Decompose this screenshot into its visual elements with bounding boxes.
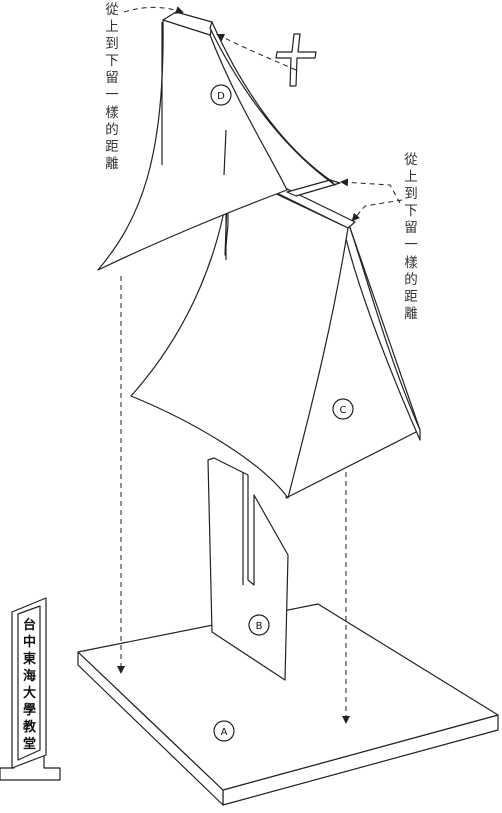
part-label-b-text: B <box>256 621 263 632</box>
sign-text: 台中東海大學教堂 <box>22 618 36 752</box>
part-label-c-text: C <box>340 405 347 416</box>
part-label-a-text: A <box>221 727 228 738</box>
cross-icon <box>275 33 317 87</box>
equal-spacing-note-right: 從上到下留一樣的距離 <box>404 152 418 322</box>
part-label-d-text: D <box>217 91 225 102</box>
base-board-a <box>77 603 499 806</box>
equal-spacing-note-left: 從上到下留一樣的距離 <box>105 2 119 172</box>
part-label-a <box>213 720 235 742</box>
part-label-c <box>332 398 354 420</box>
part-label-d <box>210 84 232 106</box>
piece-d <box>97 11 341 271</box>
part-label-b <box>248 614 270 636</box>
dashed-guides <box>117 6 403 724</box>
sign-board <box>0 597 61 781</box>
piece-c <box>130 164 421 499</box>
